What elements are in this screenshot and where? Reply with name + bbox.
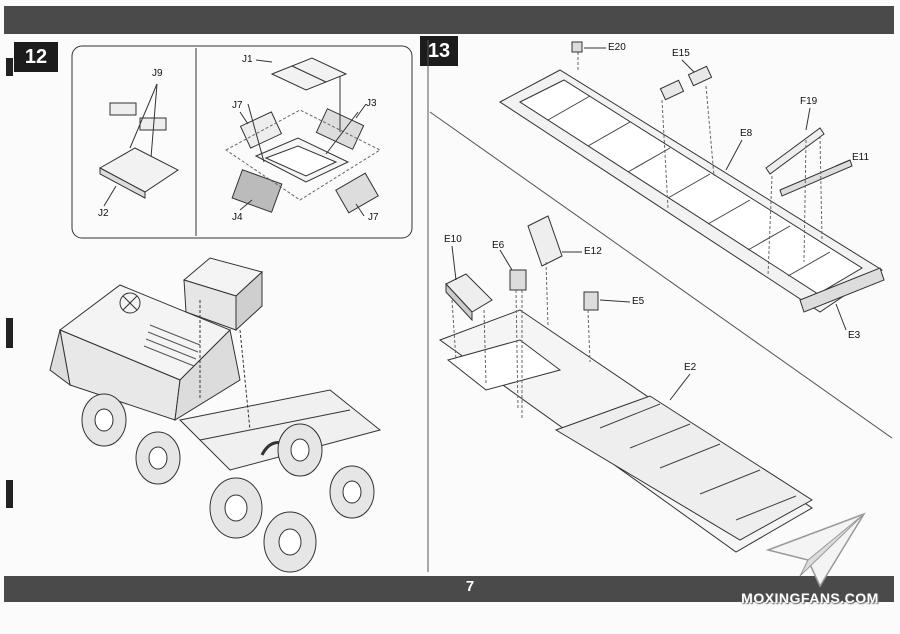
label-e10: E10 — [444, 234, 462, 245]
truck-drawing — [49, 257, 382, 573]
label-j2: J2 — [98, 208, 109, 219]
platform-e2-drawing — [438, 309, 813, 553]
step-13-number: 13 — [420, 36, 458, 66]
label-j9: J9 — [152, 68, 163, 79]
paper-plane-logo-icon — [765, 512, 866, 588]
bottom-footer-bar — [4, 576, 894, 602]
label-e12: E12 — [584, 246, 602, 257]
top-header-bar — [4, 6, 894, 34]
label-j7-bottom: J7 — [368, 212, 379, 223]
edge-tab — [6, 58, 13, 76]
part-j9-drawing — [109, 83, 167, 171]
label-e5: E5 — [632, 296, 645, 307]
label-e2: E2 — [684, 362, 697, 373]
watermark-text: MOXINGFANS.COM — [741, 590, 879, 606]
step-12-number: 12 — [14, 42, 58, 72]
edge-tab — [6, 318, 13, 348]
label-e3: E3 — [848, 330, 861, 341]
label-j4: J4 — [232, 212, 243, 223]
part-j2-drawing — [98, 147, 179, 199]
label-e8: E8 — [740, 128, 753, 139]
frame-e8-drawing — [499, 69, 885, 313]
edge-tab — [6, 480, 13, 508]
label-e11: E11 — [852, 152, 870, 163]
page-number: 7 — [465, 578, 475, 595]
label-e15: E15 — [672, 48, 690, 59]
label-j3: J3 — [366, 98, 377, 109]
label-f19: F19 — [800, 96, 818, 107]
part-j1-drawing — [270, 57, 348, 91]
label-j1: J1 — [242, 54, 253, 65]
label-e20: E20 — [608, 42, 626, 53]
label-j7-top: J7 — [232, 100, 243, 111]
label-e6: E6 — [492, 240, 505, 251]
